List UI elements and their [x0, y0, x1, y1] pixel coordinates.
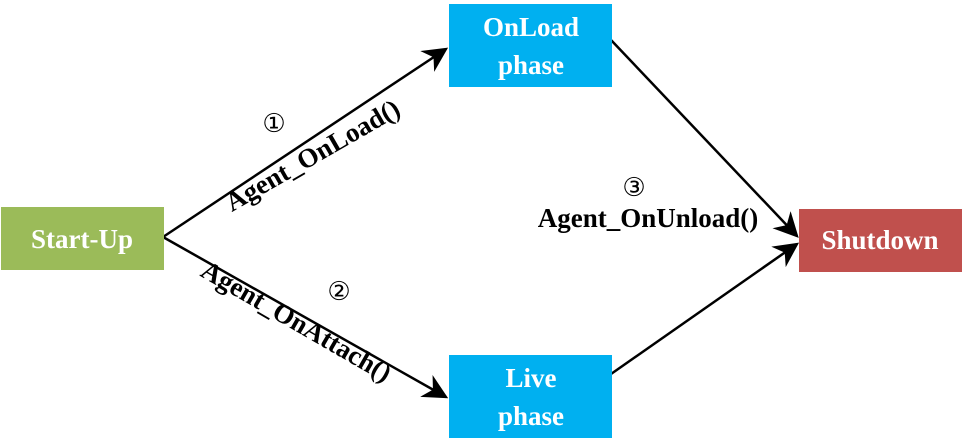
edge-onload-label: Agent_OnLoad() [220, 93, 405, 217]
shutdown-node-label: Shutdown [821, 225, 938, 255]
shutdown-node: Shutdown [799, 209, 962, 272]
edge-onunload-marker: ③ [622, 173, 645, 203]
edge-onattach-label: Agent_OnAttach() [196, 255, 397, 388]
startup-node-label: Start-Up [31, 224, 133, 254]
startup-node-box [1, 207, 164, 270]
live-phase-node-box [449, 355, 612, 438]
startup-node: Start-Up [1, 207, 164, 270]
shutdown-node-box [799, 209, 962, 272]
edge-onattach-marker: ② [327, 277, 350, 307]
onload-phase-node-box [449, 4, 612, 87]
onload-phase-node-label-line2: phase [498, 50, 564, 80]
edge-startup-to-onload [162, 47, 449, 239]
edge-live-to-shutdown [610, 242, 800, 376]
edge-onunload-label: Agent_OnUnload() [538, 203, 759, 233]
live-phase-node: Live phase [449, 355, 612, 438]
edge-onload-marker: ① [262, 109, 285, 139]
onload-phase-node: OnLoad phase [449, 4, 612, 87]
onload-phase-node-label-line1: OnLoad [483, 12, 579, 42]
live-phase-node-label-line1: Live [506, 363, 557, 393]
edge-onload-to-shutdown [610, 39, 799, 238]
live-phase-node-label-line2: phase [498, 401, 564, 431]
edge-startup-to-live [162, 235, 449, 399]
